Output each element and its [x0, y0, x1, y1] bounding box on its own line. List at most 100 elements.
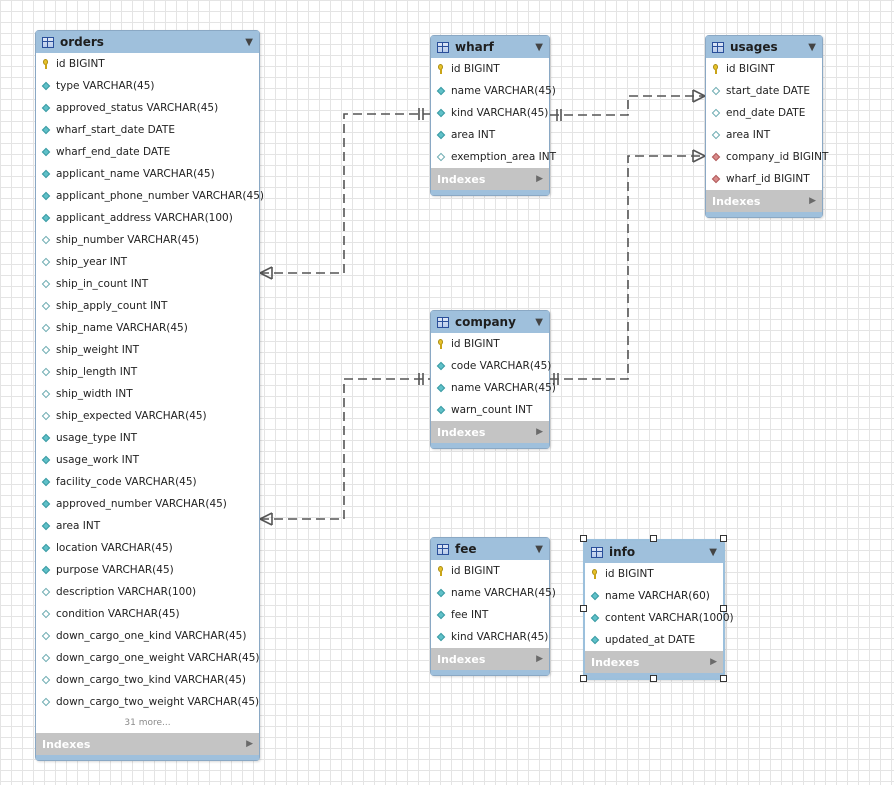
- column-row[interactable]: kind VARCHAR(45): [431, 102, 549, 124]
- collapse-arrow-icon[interactable]: ▼: [808, 41, 816, 53]
- column-row[interactable]: applicant_phone_number VARCHAR(45): [36, 185, 264, 207]
- column-row[interactable]: applicant_address VARCHAR(100): [36, 207, 259, 229]
- column-row[interactable]: location VARCHAR(45): [36, 537, 259, 559]
- table-header[interactable]: wharf ▼: [431, 36, 549, 58]
- column-row[interactable]: wharf_id BIGINT: [706, 168, 822, 190]
- column-row[interactable]: content VARCHAR(1000): [585, 607, 734, 629]
- column-row[interactable]: company_id BIGINT: [706, 146, 828, 168]
- column-row[interactable]: approved_status VARCHAR(45): [36, 97, 259, 119]
- resize-handle-bottom[interactable]: [650, 675, 657, 682]
- indexes-section[interactable]: Indexes ▶: [431, 421, 549, 443]
- column-row[interactable]: approved_number VARCHAR(45): [36, 493, 259, 515]
- column-row[interactable]: name VARCHAR(45): [431, 377, 556, 399]
- column-row[interactable]: description VARCHAR(100): [36, 581, 259, 603]
- more-columns-label[interactable]: 31 more...: [124, 718, 171, 728]
- column-row[interactable]: id BIGINT: [585, 563, 723, 585]
- indexes-section[interactable]: Indexes ▶: [431, 648, 549, 670]
- resize-handle-left[interactable]: [580, 605, 587, 612]
- column-row[interactable]: ship_in_count INT: [36, 273, 259, 295]
- indexes-section[interactable]: Indexes ▶: [585, 651, 723, 673]
- column-row[interactable]: exemption_area INT: [431, 146, 556, 168]
- column-row[interactable]: type VARCHAR(45): [36, 75, 259, 97]
- column-row[interactable]: down_cargo_one_kind VARCHAR(45): [36, 625, 259, 647]
- expand-arrow-icon[interactable]: ▶: [809, 196, 816, 206]
- column-row[interactable]: id BIGINT: [36, 53, 259, 75]
- column-row[interactable]: ship_expected VARCHAR(45): [36, 405, 259, 427]
- column-row[interactable]: name VARCHAR(60): [585, 585, 723, 607]
- expand-arrow-icon[interactable]: ▶: [246, 739, 253, 749]
- column-row[interactable]: ship_number VARCHAR(45): [36, 229, 259, 251]
- resize-handle-top-right[interactable]: [720, 535, 727, 542]
- column-row[interactable]: ship_apply_count INT: [36, 295, 259, 317]
- column-row[interactable]: code VARCHAR(45): [431, 355, 551, 377]
- column-row[interactable]: id BIGINT: [431, 560, 549, 582]
- indexes-section[interactable]: Indexes ▶: [431, 168, 549, 190]
- column-row[interactable]: down_cargo_one_weight VARCHAR(45): [36, 647, 260, 669]
- column-row[interactable]: ship_weight INT: [36, 339, 259, 361]
- column-row[interactable]: end_date DATE: [706, 102, 822, 124]
- collapse-arrow-icon[interactable]: ▼: [535, 543, 543, 555]
- resize-handle-right[interactable]: [720, 605, 727, 612]
- column-row[interactable]: id BIGINT: [706, 58, 822, 80]
- column-row[interactable]: name VARCHAR(45): [431, 80, 556, 102]
- indexes-section[interactable]: Indexes ▶: [36, 733, 259, 755]
- column-label: location VARCHAR(45): [56, 542, 173, 554]
- column-row[interactable]: wharf_start_date DATE: [36, 119, 259, 141]
- column-row[interactable]: kind VARCHAR(45): [431, 626, 549, 648]
- column-row[interactable]: wharf_end_date DATE: [36, 141, 259, 163]
- relationship-wharf-usages[interactable]: [550, 89, 706, 121]
- resize-handle-bottom-right[interactable]: [720, 675, 727, 682]
- column-row[interactable]: condition VARCHAR(45): [36, 603, 259, 625]
- collapse-arrow-icon[interactable]: ▼: [535, 41, 543, 53]
- table-header[interactable]: info ▼: [585, 541, 723, 563]
- expand-arrow-icon[interactable]: ▶: [710, 657, 717, 667]
- column-row[interactable]: updated_at DATE: [585, 629, 723, 651]
- collapse-arrow-icon[interactable]: ▼: [245, 36, 253, 48]
- nullable-column-icon: [41, 631, 51, 641]
- table-header[interactable]: company ▼: [431, 311, 549, 333]
- resize-handle-bottom-left[interactable]: [580, 675, 587, 682]
- not-null-column-icon: [436, 108, 446, 118]
- relationship-wharf-orders[interactable]: [259, 108, 430, 280]
- column-row[interactable]: start_date DATE: [706, 80, 822, 102]
- column-row[interactable]: usage_type INT: [36, 427, 259, 449]
- column-row[interactable]: ship_year INT: [36, 251, 259, 273]
- collapse-arrow-icon[interactable]: ▼: [709, 546, 717, 558]
- table-header[interactable]: usages ▼: [706, 36, 822, 58]
- resize-handle-top-left[interactable]: [580, 535, 587, 542]
- column-row[interactable]: fee INT: [431, 604, 549, 626]
- expand-arrow-icon[interactable]: ▶: [536, 174, 543, 184]
- column-row[interactable]: down_cargo_two_kind VARCHAR(45): [36, 669, 259, 691]
- column-row[interactable]: purpose VARCHAR(45): [36, 559, 259, 581]
- column-row[interactable]: usage_work INT: [36, 449, 259, 471]
- column-row[interactable]: name VARCHAR(45): [431, 582, 556, 604]
- column-row[interactable]: id BIGINT: [431, 58, 549, 80]
- column-row[interactable]: ship_width INT: [36, 383, 259, 405]
- relationship-company-usages[interactable]: [550, 149, 706, 385]
- relationship-company-orders[interactable]: [259, 373, 430, 526]
- table-header[interactable]: fee ▼: [431, 538, 549, 560]
- indexes-section[interactable]: Indexes ▶: [706, 190, 822, 212]
- column-row[interactable]: ship_name VARCHAR(45): [36, 317, 259, 339]
- collapse-arrow-icon[interactable]: ▼: [535, 316, 543, 328]
- column-row[interactable]: id BIGINT: [431, 333, 549, 355]
- column-row[interactable]: area INT: [431, 124, 549, 146]
- column-row[interactable]: area INT: [36, 515, 259, 537]
- table-header[interactable]: orders ▼: [36, 31, 259, 53]
- column-row[interactable]: warn_count INT: [431, 399, 549, 421]
- column-row[interactable]: facility_code VARCHAR(45): [36, 471, 259, 493]
- column-row[interactable]: area INT: [706, 124, 822, 146]
- expand-arrow-icon[interactable]: ▶: [536, 654, 543, 664]
- column-row[interactable]: applicant_name VARCHAR(45): [36, 163, 259, 185]
- resize-handle-top[interactable]: [650, 535, 657, 542]
- expand-arrow-icon[interactable]: ▶: [536, 427, 543, 437]
- column-row[interactable]: ship_length INT: [36, 361, 259, 383]
- column-row[interactable]: down_cargo_two_weight VARCHAR(45): [36, 691, 259, 713]
